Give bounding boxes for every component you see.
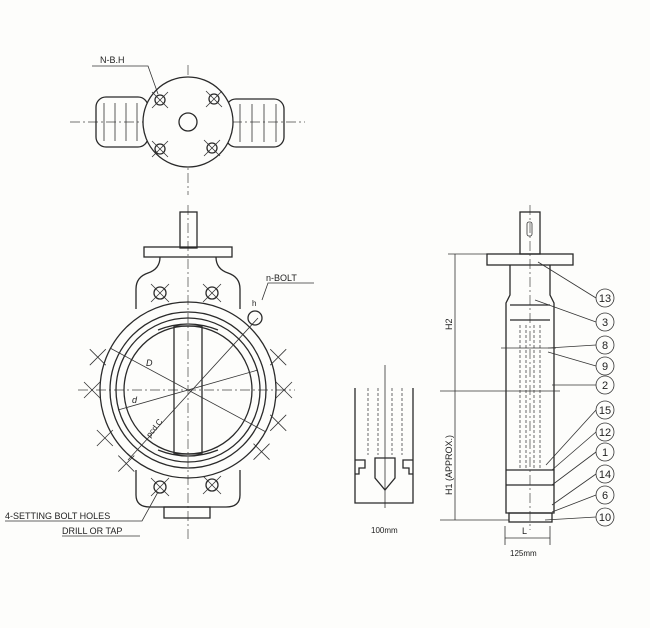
pcd-label: pcd.C: [144, 417, 164, 439]
top-view: N-B.H: [70, 55, 305, 195]
part-callout-14: [595, 464, 615, 484]
bolt-hole: [154, 94, 166, 106]
part-callout-8: [595, 335, 615, 355]
d-label: d: [132, 395, 138, 405]
part-number: 6: [602, 490, 608, 502]
side-view: H2 H1 (APPROX.) L 125mm 13 3 8 9 2 15 12 1 14 6 10: [440, 205, 615, 558]
bolt-hole: [153, 480, 167, 494]
bolt-hole: [154, 143, 166, 155]
front-view: n-BOLT h D d pcd.C 4-SETTING BOLT HOLES …: [5, 205, 314, 540]
part-callout-3: [595, 312, 615, 332]
part-number: 10: [599, 512, 611, 524]
bolt-hole: [153, 286, 167, 300]
bolt-hole: [205, 286, 219, 300]
n-bolt-label: n-BOLT: [266, 273, 297, 283]
side-width-label: 125mm: [510, 549, 537, 558]
h-label: h: [252, 299, 256, 308]
detail-view: 100mm: [354, 365, 414, 535]
n-bh-label: N-B.H: [100, 55, 125, 65]
part-number: 8: [602, 340, 608, 352]
part-number: 14: [599, 469, 611, 481]
part-callout-2: [595, 375, 615, 395]
part-number: 12: [599, 427, 611, 439]
h2-label: H2: [444, 318, 454, 330]
part-callout-1: [595, 442, 615, 462]
detail-width-label: 100mm: [371, 526, 398, 535]
bolt-hole: [206, 142, 218, 154]
part-number: 15: [599, 405, 611, 417]
bolt-hole: [205, 478, 219, 492]
part-callout-12: [595, 422, 615, 442]
part-number: 13: [599, 293, 611, 305]
part-number: 3: [602, 317, 608, 329]
D-label: D: [146, 358, 153, 368]
bolt-hole: [208, 93, 220, 105]
part-callout-9: [595, 356, 615, 376]
L-label: L: [522, 526, 527, 536]
part-number: 1: [602, 447, 608, 459]
part-callout-6: [595, 485, 615, 505]
part-callout-10: [595, 507, 615, 527]
part-number: 9: [602, 361, 608, 373]
h1-label: H1 (APPROX.): [444, 435, 454, 495]
setting-holes-label: 4-SETTING BOLT HOLES: [5, 511, 110, 521]
part-number: 2: [602, 380, 608, 392]
part-callout-15: [595, 400, 615, 420]
drill-or-tap-label: DRILL OR TAP: [62, 526, 122, 536]
part-callout-13: [595, 288, 615, 308]
